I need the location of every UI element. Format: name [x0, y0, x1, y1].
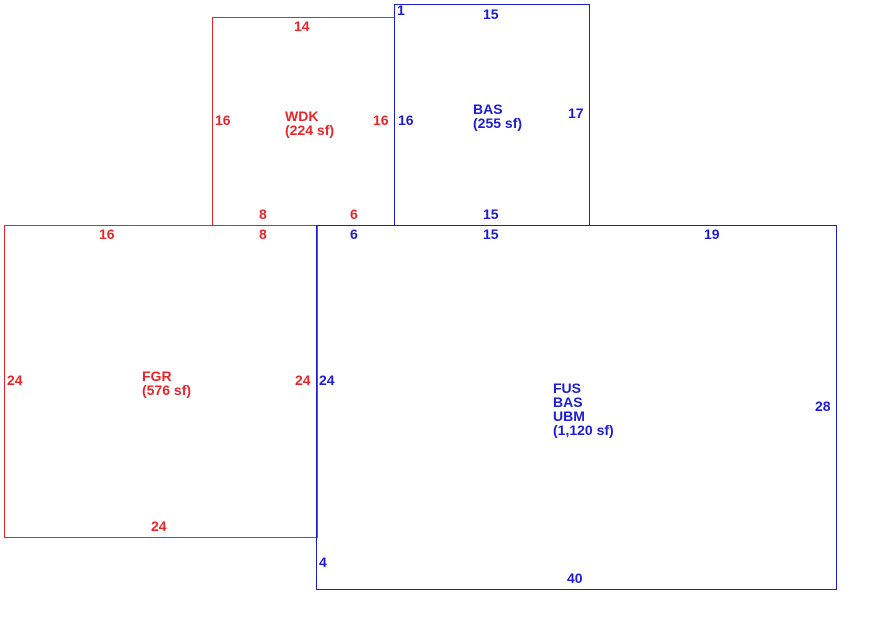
- bas-upper-code: BAS: [473, 101, 503, 117]
- wdk-dim-bottom-left: 8: [259, 206, 267, 222]
- bas-upper-region-label: BAS (255 sf): [473, 102, 522, 130]
- bas-upper-dim-left: 16: [398, 112, 414, 128]
- wdk-dim-right: 16: [373, 112, 389, 128]
- fgr-dim-top-right: 8: [259, 226, 267, 242]
- wdk-code: WDK: [285, 108, 319, 124]
- main-region-label: FUS BAS UBM (1,120 sf): [553, 381, 614, 437]
- main-dim-top-mid: 15: [483, 226, 499, 242]
- main-code-1: FUS: [553, 380, 581, 396]
- fgr-dim-right: 24: [295, 372, 311, 388]
- fgr-area: (576 sf): [142, 382, 192, 398]
- fgr-dim-top-left: 16: [99, 226, 115, 242]
- main-dim-bottom: 40: [567, 570, 583, 586]
- main-dim-top-left: 6: [350, 226, 358, 242]
- main-area: (1,120 sf): [553, 422, 614, 438]
- bas-upper-dim-right: 17: [568, 105, 584, 121]
- main-dim-left-lower: 4: [319, 554, 327, 570]
- fgr-region-outline: [4, 225, 318, 538]
- wdk-dim-left: 16: [215, 112, 231, 128]
- wdk-region-label: WDK (224 sf): [285, 109, 334, 137]
- bas-upper-dim-top: 15: [483, 6, 499, 22]
- bas-upper-dim-corner: 1: [397, 2, 405, 18]
- main-dim-left: 24: [319, 372, 335, 388]
- wdk-dim-top: 14: [294, 18, 310, 34]
- fgr-dim-left: 24: [7, 372, 23, 388]
- main-region-outline: [316, 225, 837, 590]
- wdk-dim-bottom-right: 6: [350, 206, 358, 222]
- wdk-area: (224 sf): [285, 122, 335, 138]
- main-code-2: BAS: [553, 394, 583, 410]
- main-code-3: UBM: [553, 408, 585, 424]
- main-dim-right: 28: [815, 398, 831, 414]
- fgr-code: FGR: [142, 368, 172, 384]
- bas-upper-area: (255 sf): [473, 115, 523, 131]
- fgr-region-label: FGR (576 sf): [142, 369, 191, 397]
- main-dim-top-right: 19: [704, 226, 720, 242]
- fgr-dim-bottom: 24: [151, 518, 167, 534]
- bas-upper-dim-bottom: 15: [483, 206, 499, 222]
